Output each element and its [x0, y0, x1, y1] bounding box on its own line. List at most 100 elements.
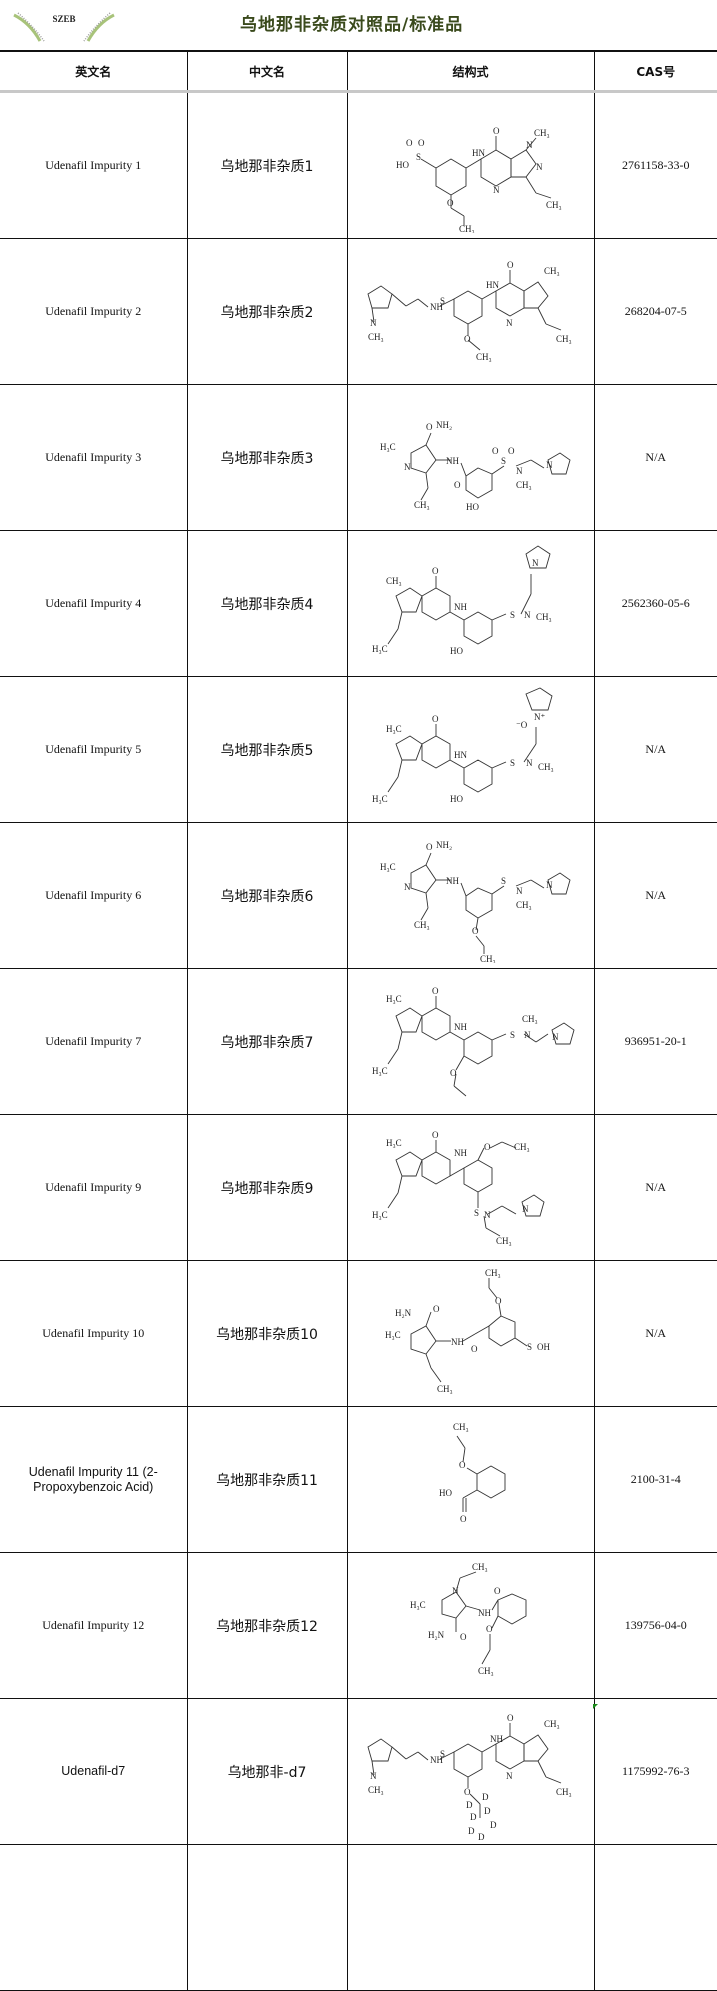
- svg-text:O: O: [459, 1460, 466, 1470]
- chemical-structure-image: CH₃ N H₃C NH O H₂N O O CH₃: [410, 1562, 526, 1676]
- column-header-english-name: 英文名: [0, 50, 188, 93]
- chinese-name: 乌地那非杂质7: [186, 968, 348, 1115]
- svg-text:H₃C: H₃C: [372, 1066, 388, 1076]
- svg-text:CH₃: CH₃: [544, 1719, 560, 1729]
- cas-number: 1175992-76-3: [593, 1698, 717, 1845]
- svg-text:H₃C: H₃C: [386, 1138, 402, 1148]
- chinese-name: 乌地那非杂质1: [186, 91, 348, 239]
- svg-text:H₂N: H₂N: [395, 1308, 412, 1318]
- svg-text:CH₃: CH₃: [538, 762, 554, 772]
- svg-text:NH: NH: [451, 1337, 464, 1347]
- svg-text:S: S: [440, 1749, 445, 1759]
- chemical-structure-image: O NH₂ H₃C N NH CH₃ S N CH₃ N O CH₃: [380, 840, 571, 963]
- svg-text:H₃C: H₃C: [385, 1330, 401, 1340]
- cas-number: N/A: [593, 1260, 717, 1407]
- svg-text:CH₃: CH₃: [437, 1384, 453, 1394]
- svg-text:S: S: [501, 456, 506, 466]
- structure-cell: CH₃ N H₃C NH O H₂N O O CH₃: [346, 1552, 595, 1699]
- svg-text:N: N: [370, 318, 377, 328]
- table-row: Udenafil-d7 乌地那非-d7 NH S N: [0, 1698, 717, 1845]
- svg-text:S: S: [510, 1030, 515, 1040]
- svg-text:O: O: [432, 714, 439, 724]
- english-name: Udenafil Impurity 7: [0, 968, 188, 1115]
- svg-text:S: S: [510, 610, 515, 620]
- english-name: Udenafil Impurity 3: [0, 384, 188, 531]
- svg-text:O: O: [507, 260, 514, 270]
- svg-text:O: O: [450, 1068, 457, 1078]
- chinese-name: 乌地那非杂质2: [186, 238, 348, 385]
- english-name: Udenafil Impurity 4: [0, 530, 188, 677]
- table-row: Udenafil Impurity 10 乌地那非杂质10 H₂N O H₃C …: [0, 1260, 717, 1407]
- structure-cell: CH₃ O HO O: [346, 1406, 595, 1553]
- chemical-structure-image: O H₃C NH S N CH₃ N O H₃C: [372, 986, 575, 1097]
- svg-text:⁻O: ⁻O: [516, 720, 528, 730]
- svg-text:H₂N: H₂N: [428, 1630, 445, 1640]
- svg-text:H₃C: H₃C: [386, 724, 402, 734]
- svg-text:D: D: [484, 1806, 491, 1816]
- column-header-chinese-name: 中文名: [186, 50, 348, 93]
- svg-text:O: O: [507, 1713, 514, 1723]
- svg-text:CH₃: CH₃: [516, 900, 532, 910]
- table-row: Udenafil Impurity 11 (2-Propoxybenzoic A…: [0, 1406, 717, 1553]
- svg-text:CH₃: CH₃: [544, 266, 560, 276]
- svg-text:O: O: [508, 446, 515, 456]
- svg-text:NH: NH: [478, 1608, 491, 1618]
- svg-text:NH: NH: [430, 302, 443, 312]
- svg-text:O: O: [460, 1514, 467, 1524]
- svg-text:O: O: [454, 480, 461, 490]
- svg-text:D: D: [470, 1812, 477, 1822]
- svg-text:N: N: [524, 1030, 531, 1040]
- svg-text:N: N: [404, 882, 411, 892]
- svg-text:CH₃: CH₃: [556, 334, 572, 344]
- svg-text:O: O: [472, 926, 479, 936]
- cas-number: N/A: [593, 384, 717, 531]
- svg-text:CH₃: CH₃: [496, 1236, 512, 1246]
- svg-text:H₃C: H₃C: [386, 994, 402, 1004]
- english-name: Udenafil Impurity 1: [0, 91, 188, 239]
- svg-text:N: N: [526, 140, 533, 150]
- cas-number: N/A: [593, 1114, 717, 1261]
- svg-text:CH₃: CH₃: [514, 1142, 530, 1152]
- cas-number: N/A: [593, 822, 717, 969]
- english-name: Udenafil-d7: [0, 1698, 188, 1845]
- svg-text:CH₃: CH₃: [516, 480, 532, 490]
- table-row-empty: [0, 1844, 717, 1991]
- svg-text:O: O: [418, 138, 425, 148]
- chemical-structure-image: O CH₃ HN N N N CH₃ S O O HO O CH₃: [396, 126, 562, 233]
- english-name: Udenafil Impurity 12: [0, 1552, 188, 1699]
- structure-cell: O NH₂ H₃C N NH CH₃ S N CH₃ N O CH₃: [346, 822, 595, 969]
- svg-text:O: O: [493, 126, 500, 136]
- svg-text:N: N: [493, 185, 500, 195]
- svg-text:D: D: [468, 1826, 475, 1836]
- svg-text:CH₃: CH₃: [472, 1562, 488, 1572]
- svg-text:NH₂: NH₂: [436, 420, 452, 430]
- svg-text:S: S: [501, 876, 506, 886]
- column-header-structure: 结构式: [346, 50, 595, 93]
- svg-text:N: N: [524, 610, 531, 620]
- svg-text:CH₃: CH₃: [485, 1268, 501, 1278]
- table-row: Udenafil Impurity 4 乌地那非杂质4 O CH₃ NH S: [0, 530, 717, 677]
- svg-text:HO: HO: [466, 502, 479, 512]
- svg-text:CH₃: CH₃: [414, 500, 430, 510]
- svg-text:O: O: [464, 1787, 471, 1797]
- svg-text:H₃C: H₃C: [372, 1210, 388, 1220]
- structure-cell: O H₃C NH S N CH₃ N O H₃C: [346, 968, 595, 1115]
- chemical-structure-image: O CH₃ NH S N CH₃ N H₃C HO: [372, 544, 551, 656]
- chinese-name: 乌地那非杂质10: [186, 1260, 348, 1407]
- svg-text:NH: NH: [454, 1022, 467, 1032]
- chinese-name: 乌地那非杂质3: [186, 384, 348, 531]
- chinese-name: 乌地那非杂质12: [186, 1552, 348, 1699]
- svg-text:CH₃: CH₃: [414, 920, 430, 930]
- svg-text:O: O: [447, 198, 454, 208]
- svg-text:N: N: [484, 1210, 491, 1220]
- cas-number: 936951-20-1: [593, 968, 717, 1115]
- svg-text:NH₂: NH₂: [436, 840, 452, 850]
- svg-text:HO: HO: [439, 1488, 452, 1498]
- chemical-structure-image: O H₃C HN S N CH₃ N⁺ ⁻O H₃C HO: [372, 687, 554, 804]
- chinese-name: 乌地那非杂质6: [186, 822, 348, 969]
- svg-text:N: N: [536, 162, 543, 172]
- english-name: Udenafil Impurity 10: [0, 1260, 188, 1407]
- svg-text:NH: NH: [430, 1755, 443, 1765]
- svg-text:NH: NH: [454, 1148, 467, 1158]
- table-row: Udenafil Impurity 5 乌地那非杂质5 O H₃C HN S: [0, 676, 717, 823]
